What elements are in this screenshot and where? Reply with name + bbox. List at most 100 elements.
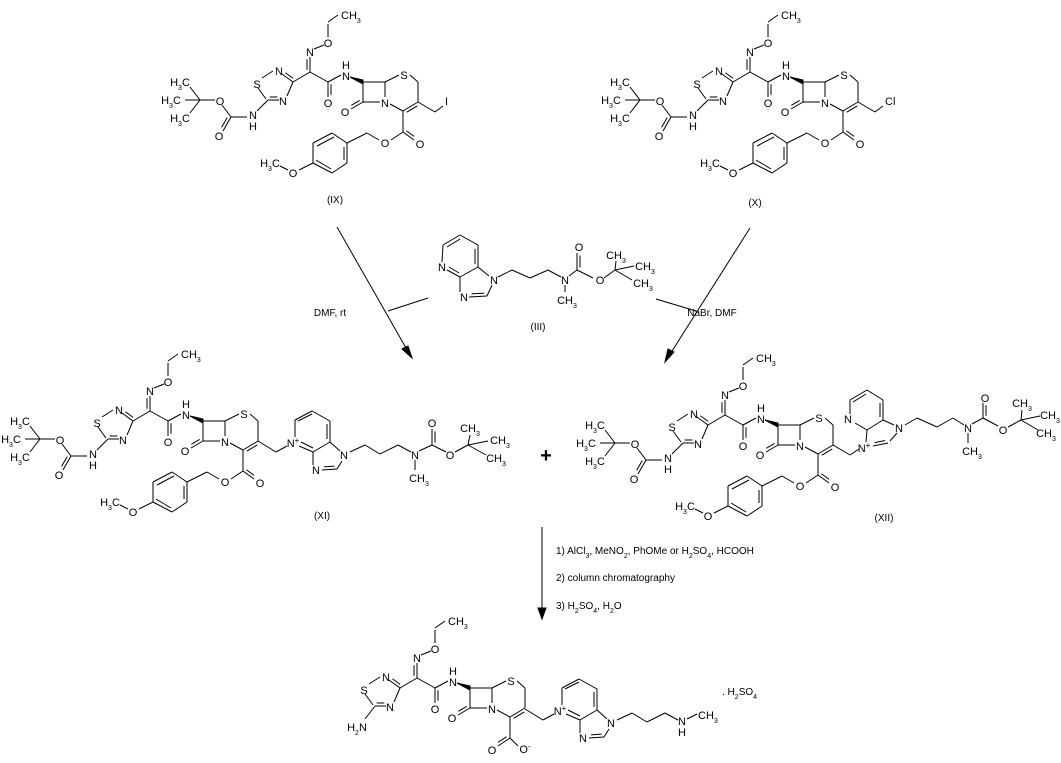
- bond: [441, 244, 444, 263]
- bond-double: [591, 733, 602, 736]
- atom-label: N: [796, 441, 804, 453]
- atom-label: O: [164, 437, 173, 449]
- bond: [167, 353, 179, 362]
- bond: [497, 737, 511, 747]
- atom-label: CH3: [341, 10, 361, 25]
- salt-label: . H2SO4: [722, 687, 757, 701]
- bond: [637, 459, 647, 475]
- bond-double: [846, 130, 855, 137]
- bond: [1007, 419, 1022, 428]
- bond: [417, 101, 436, 113]
- bond: [936, 417, 954, 428]
- atom-label: CH3: [781, 10, 801, 25]
- bond: [364, 444, 381, 455]
- atom-label: H: [249, 121, 257, 133]
- atom-label: H: [664, 464, 672, 476]
- atom-label: O: [821, 138, 830, 150]
- bond: [614, 269, 633, 281]
- atom-label: O: [596, 275, 605, 287]
- bond: [830, 131, 844, 141]
- bond-double: [285, 72, 294, 79]
- atom-label: N: [340, 450, 348, 462]
- bond: [629, 99, 641, 114]
- bond: [866, 419, 884, 431]
- atom-label: CH3: [962, 446, 982, 461]
- bond: [321, 468, 338, 471]
- bond: [138, 501, 154, 510]
- atom-label: H: [449, 666, 457, 678]
- bond: [752, 132, 773, 144]
- bond: [477, 266, 490, 277]
- atom-label: O: [739, 441, 748, 453]
- atom-label: I: [445, 96, 448, 108]
- bond: [312, 162, 333, 174]
- atom-label: N: [381, 98, 389, 110]
- bond: [121, 412, 134, 422]
- bond: [516, 680, 526, 689]
- atom-label: N: [757, 414, 765, 426]
- atom-label: N: [275, 66, 283, 78]
- bond: [189, 86, 201, 101]
- bond: [765, 444, 779, 453]
- bond: [746, 505, 763, 517]
- bond: [694, 508, 704, 514]
- bond: [390, 131, 404, 141]
- bond: [153, 383, 165, 389]
- atom-label: O: [756, 450, 765, 462]
- bond: [336, 460, 343, 470]
- atom-label: CH3: [1040, 410, 1060, 425]
- bond: [346, 132, 368, 144]
- atom-label: N+: [287, 436, 300, 451]
- atom-label: S: [253, 79, 260, 91]
- bond: [242, 440, 259, 451]
- bond: [467, 434, 471, 446]
- bond: [327, 74, 342, 83]
- atom-label: O: [656, 96, 665, 108]
- bond: [190, 440, 204, 449]
- atom-label: O: [999, 425, 1008, 437]
- bond: [402, 101, 419, 112]
- atom-label: H3C: [260, 158, 280, 173]
- bond: [331, 132, 348, 144]
- atom-label: O: [781, 107, 790, 119]
- atom-label: N: [413, 653, 421, 665]
- bond: [603, 728, 610, 738]
- bond: [275, 445, 288, 453]
- atom-label: CH3: [756, 353, 776, 368]
- bond-double: [766, 443, 775, 449]
- bond: [817, 474, 830, 484]
- atom-label: N: [821, 98, 829, 110]
- atom-label: O: [431, 644, 440, 656]
- atom-label: H: [678, 727, 686, 739]
- atom-label: S: [693, 79, 700, 91]
- atom-label: H3C: [100, 497, 120, 512]
- bond: [697, 87, 707, 100]
- bond: [468, 295, 488, 298]
- bond: [753, 44, 765, 50]
- atom-label: N: [146, 386, 154, 398]
- bond: [631, 712, 648, 723]
- bond: [315, 159, 332, 170]
- atom-label: N: [438, 262, 446, 274]
- bond: [418, 444, 433, 452]
- bond: [242, 470, 255, 480]
- bond: [329, 441, 341, 452]
- atom-label: H3C: [585, 420, 605, 435]
- atom-label: O: [431, 704, 440, 716]
- arrow-down-head: [537, 607, 547, 621]
- atom-label: S: [93, 418, 100, 430]
- arrow-left-reagent-line: [387, 297, 429, 312]
- bond: [399, 677, 418, 689]
- atom-label: O: [381, 138, 390, 150]
- atom-label: O: [216, 96, 225, 108]
- bond: [730, 502, 747, 513]
- atom-label: O: [630, 474, 639, 486]
- atom-label: N: [382, 672, 390, 684]
- bond: [297, 413, 313, 422]
- atom-label: N: [386, 702, 394, 714]
- atom-label: N: [488, 704, 496, 716]
- bond: [604, 429, 616, 444]
- atom-label: H3C: [700, 158, 720, 173]
- atom-label: N: [689, 110, 697, 122]
- bond-double: [246, 444, 258, 452]
